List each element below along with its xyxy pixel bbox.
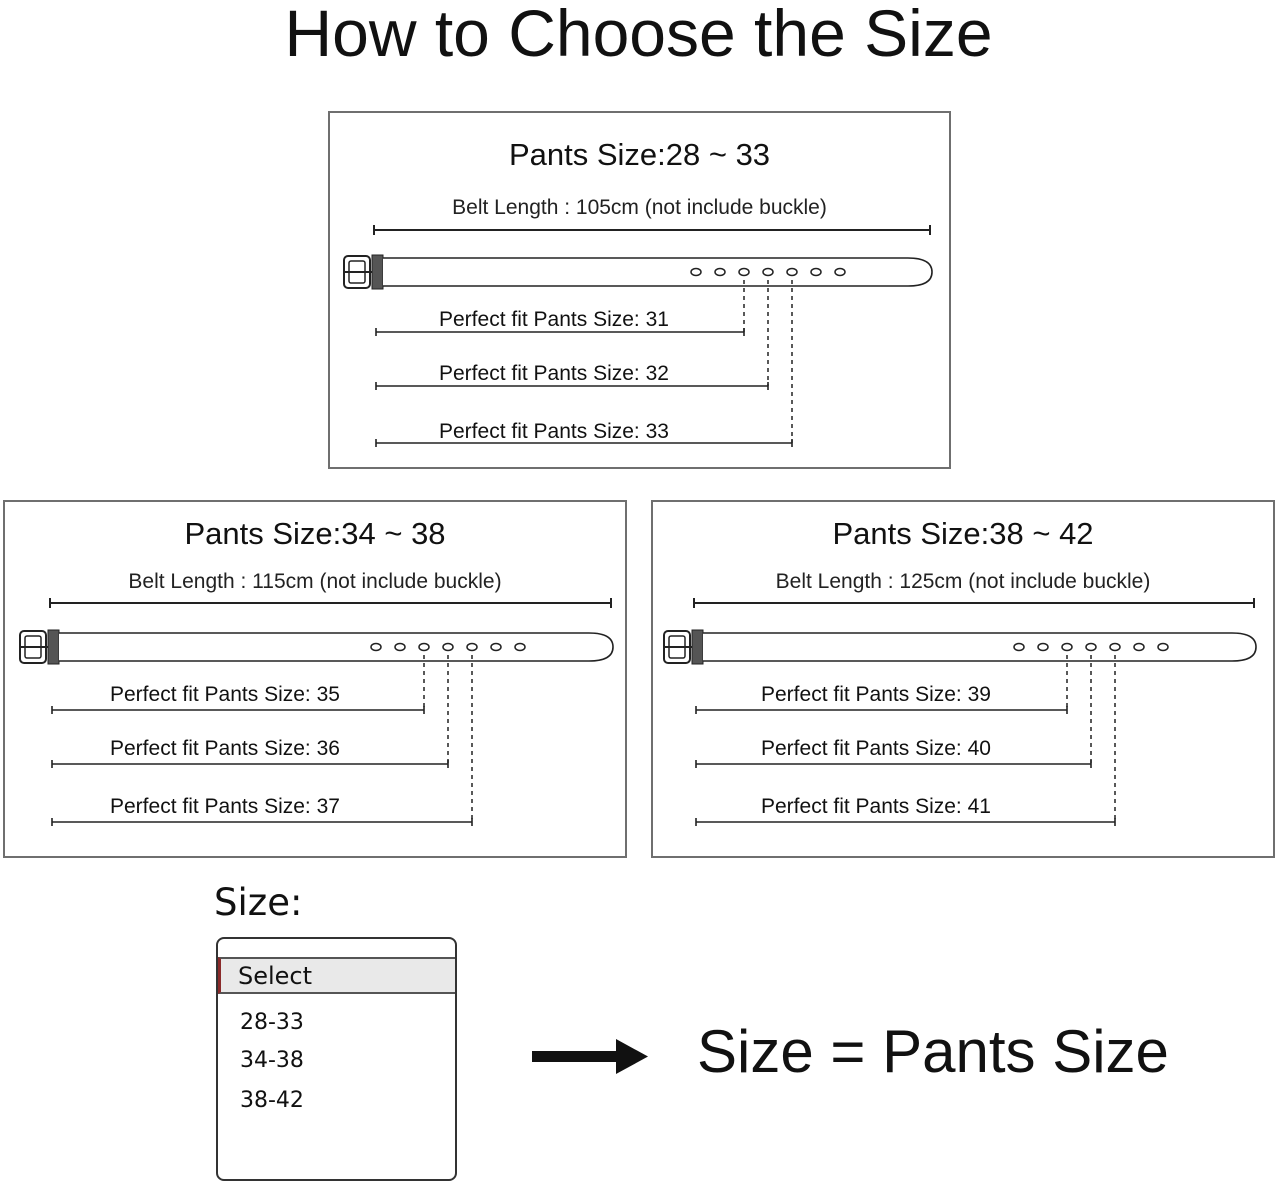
page-title: How to Choose the Size bbox=[284, 0, 993, 70]
select-placeholder[interactable]: Select bbox=[218, 957, 455, 994]
fit-label: Perfect fit Pants Size: 37 bbox=[110, 795, 340, 818]
belt-hole bbox=[714, 267, 726, 277]
belt-length-label: Belt Length : 115cm (not include buckle) bbox=[128, 570, 502, 593]
belt-keeper bbox=[47, 629, 60, 665]
belt-hole bbox=[1133, 642, 1145, 652]
fit-label: Perfect fit Pants Size: 39 bbox=[761, 683, 991, 706]
size-equation: Size = Pants Size bbox=[697, 1018, 1169, 1085]
belt-keeper bbox=[371, 254, 384, 290]
fit-label: Perfect fit Pants Size: 32 bbox=[439, 362, 669, 385]
size-panel-28-33: Pants Size:28 ~ 33 Belt Length : 105cm (… bbox=[328, 111, 951, 469]
size-option-38-42[interactable]: 38-42 bbox=[240, 1088, 304, 1113]
fit-label: Perfect fit Pants Size: 40 bbox=[761, 737, 991, 760]
belt-hole bbox=[1061, 642, 1073, 652]
belt-icon bbox=[663, 598, 1257, 826]
size-option-28-33[interactable]: 28-33 bbox=[240, 1010, 304, 1035]
belt-icon bbox=[19, 598, 614, 826]
belt-hole bbox=[466, 642, 478, 652]
belt-hole bbox=[418, 642, 430, 652]
belt-length-label: Belt Length : 125cm (not include buckle) bbox=[775, 570, 1151, 593]
panel-heading: Pants Size:28 ~ 33 bbox=[508, 137, 771, 172]
belt-hole bbox=[1109, 642, 1121, 652]
belt-hole bbox=[442, 642, 454, 652]
belt-strap bbox=[59, 632, 614, 662]
panel-heading: Pants Size:34 ~ 38 bbox=[184, 516, 446, 551]
size-panel-38-42: Pants Size:38 ~ 42 Belt Length : 125cm (… bbox=[651, 500, 1275, 858]
size-select[interactable]: Select 28-33 34-38 38-42 bbox=[216, 937, 457, 1181]
belt-length-label: Belt Length : 105cm (not include buckle) bbox=[452, 196, 827, 219]
belt-hole bbox=[490, 642, 502, 652]
belt-hole bbox=[1013, 642, 1025, 652]
belt-icon bbox=[343, 225, 933, 447]
size-label: Size: bbox=[214, 881, 303, 924]
panel-heading: Pants Size:38 ~ 42 bbox=[832, 516, 1094, 551]
belt-hole bbox=[834, 267, 846, 277]
select-placeholder-text: Select bbox=[238, 962, 313, 990]
fit-label: Perfect fit Pants Size: 35 bbox=[110, 683, 340, 706]
belt-hole bbox=[1037, 642, 1049, 652]
right-arrow-icon bbox=[532, 1039, 648, 1074]
belt-hole bbox=[370, 642, 382, 652]
belt-hole bbox=[810, 267, 822, 277]
belt-strap bbox=[703, 632, 1257, 662]
belt-hole bbox=[738, 267, 750, 277]
belt-keeper bbox=[691, 629, 704, 665]
belt-strap bbox=[383, 257, 933, 287]
belt-hole bbox=[1157, 642, 1169, 652]
size-panel-34-38: Pants Size:34 ~ 38 Belt Length : 115cm (… bbox=[3, 500, 627, 858]
belt-hole bbox=[690, 267, 702, 277]
belt-hole bbox=[514, 642, 526, 652]
belt-hole bbox=[762, 267, 774, 277]
fit-label: Perfect fit Pants Size: 31 bbox=[439, 308, 669, 331]
size-option-34-38[interactable]: 34-38 bbox=[240, 1048, 304, 1073]
belt-hole bbox=[786, 267, 798, 277]
fit-label: Perfect fit Pants Size: 33 bbox=[439, 420, 669, 443]
fit-label: Perfect fit Pants Size: 41 bbox=[761, 795, 991, 818]
belt-hole bbox=[1085, 642, 1097, 652]
belt-hole bbox=[394, 642, 406, 652]
fit-label: Perfect fit Pants Size: 36 bbox=[110, 737, 340, 760]
